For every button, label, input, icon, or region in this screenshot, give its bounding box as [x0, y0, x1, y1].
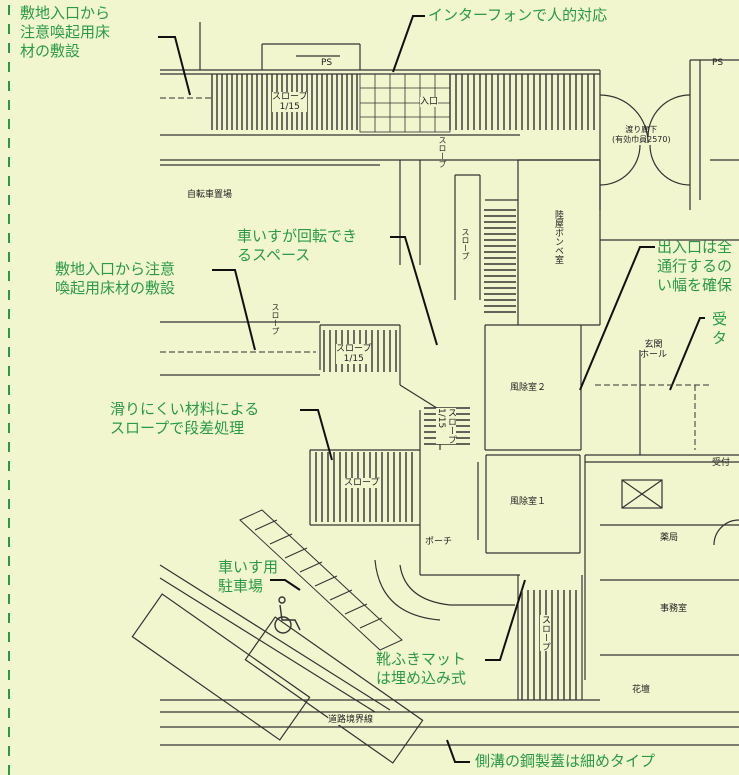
label-slope-5: スロープ: [540, 615, 550, 651]
label-slope-1: スロープ 1/15: [272, 92, 308, 112]
annotation-doormat: 靴ふきマット は埋め込み式: [376, 650, 467, 687]
label-bike-parking: 自転車置場: [187, 190, 233, 200]
label-pharmacy: 薬局: [660, 533, 679, 543]
slope-v-hatch: [484, 209, 516, 313]
slope1-hatch: [211, 74, 595, 130]
label-slope-small: スロープ: [438, 136, 447, 168]
slope5-hatch: [521, 590, 577, 700]
label-flower-bed: 花壇: [632, 685, 651, 695]
annotation-reception-partial: 受 タ: [712, 310, 728, 347]
annotation-wheelchair-parking: 車いす用 駐車場: [218, 558, 279, 595]
annotation-site-entrance-tactile-top: 敷地入口から 注意喚起用床 材の敷設: [20, 4, 111, 60]
label-slope-2: スロープ 1/15: [336, 344, 372, 364]
annotation-gutter-cover: 側溝の鋼製蓋は細めタイプ: [475, 752, 656, 770]
label-ps-left: PS: [321, 58, 333, 68]
label-wind-room-2: 風除室２: [510, 383, 547, 393]
label-office: 事務室: [660, 604, 688, 614]
label-corridor: 渡り廊下 (有効巾員2570): [612, 125, 671, 144]
label-porch: ポーチ: [425, 537, 453, 547]
label-reception: 受付: [712, 458, 731, 468]
label-road-boundary: 道路境界線: [328, 715, 374, 725]
annotation-slip-resistant-slope: 滑りにくい材料による スロープで段差処理: [110, 400, 260, 437]
label-slope-lift: スロープ: [271, 303, 280, 335]
annotation-site-entrance-tactile-mid: 敷地入口から注意 喚起用床材の敷設: [55, 260, 176, 297]
label-slope-3: スロープ 1/15: [436, 408, 456, 444]
label-entrance-hall: 玄関 ホール: [640, 340, 668, 360]
annotation-doorway-width: 出入口は全 通行するの い幅を確保: [657, 238, 733, 294]
label-entrance: 入口: [420, 97, 439, 107]
annotation-wheelchair-turning: 車いすが回転でき るスペース: [237, 227, 358, 264]
label-wind-room-1: 風除室１: [510, 497, 547, 507]
label-ps-right: PS: [712, 58, 724, 68]
annotation-intercom: インターフォンで人的対応: [428, 6, 608, 24]
label-slope-vertical: スロープ: [461, 228, 470, 260]
label-slope-4: スロープ: [344, 478, 380, 488]
label-utility-room: 陸屋ボンベ室: [553, 210, 563, 264]
